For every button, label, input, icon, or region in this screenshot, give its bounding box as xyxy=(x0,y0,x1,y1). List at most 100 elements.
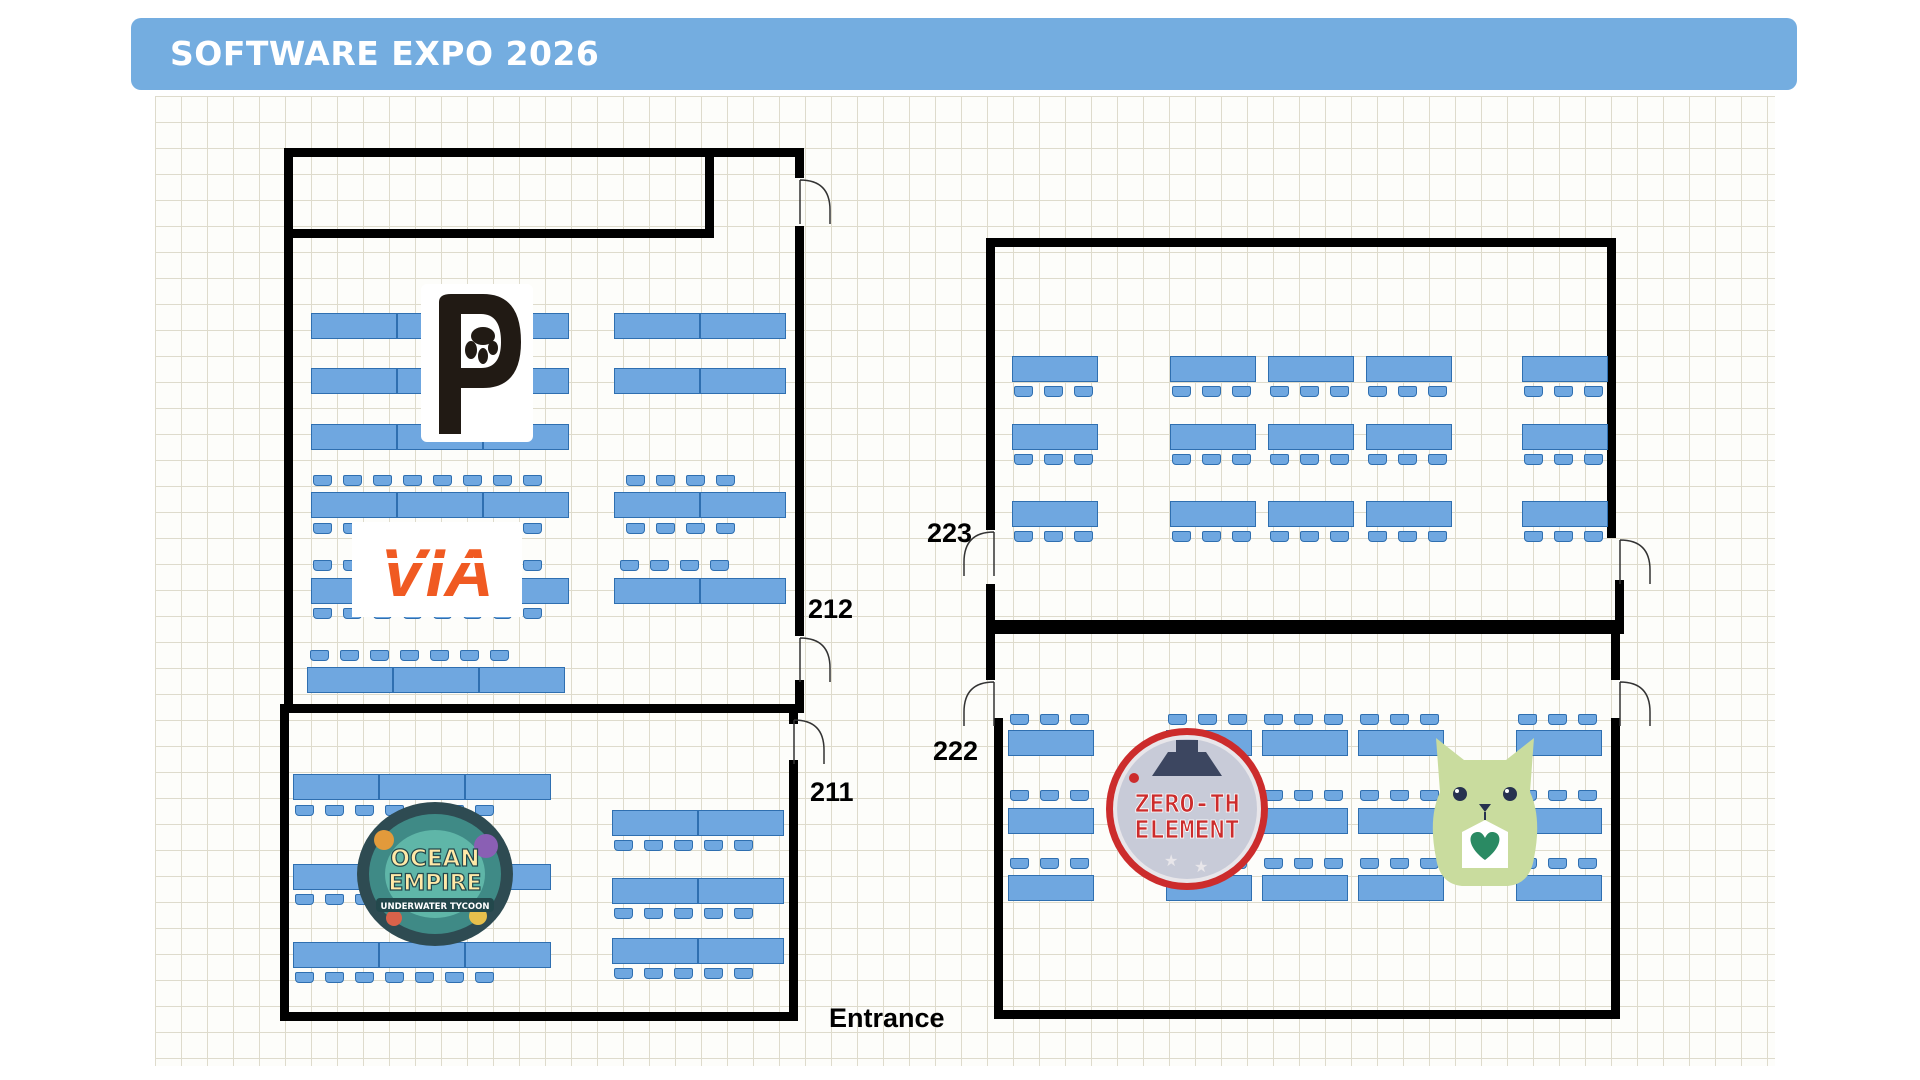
desk xyxy=(1516,875,1602,901)
chair xyxy=(403,475,422,486)
wall xyxy=(280,1012,798,1021)
desk xyxy=(1268,424,1354,450)
chair xyxy=(415,972,434,983)
via-logo-text: VIA xyxy=(380,535,493,611)
chair xyxy=(1232,454,1251,465)
wall xyxy=(1611,634,1620,680)
chair xyxy=(1300,531,1319,542)
chair xyxy=(734,968,753,979)
chair xyxy=(295,972,314,983)
chair xyxy=(295,805,314,816)
chair xyxy=(1420,714,1439,725)
desk xyxy=(1262,730,1348,756)
chair xyxy=(1584,386,1603,397)
chair xyxy=(644,908,663,919)
header-banner: SOFTWARE EXPO 2026 xyxy=(131,18,1797,90)
chair xyxy=(1270,386,1289,397)
chair xyxy=(1040,790,1059,801)
desk xyxy=(1268,356,1354,382)
chair xyxy=(1398,454,1417,465)
chair xyxy=(1324,714,1343,725)
chair xyxy=(1390,858,1409,869)
chair xyxy=(1360,790,1379,801)
desk xyxy=(700,368,786,394)
chair xyxy=(1202,531,1221,542)
chair xyxy=(1270,454,1289,465)
wall xyxy=(795,148,804,178)
chair xyxy=(650,560,669,571)
chair xyxy=(1202,386,1221,397)
wall xyxy=(795,226,804,636)
chair xyxy=(1398,386,1417,397)
chair xyxy=(644,840,663,851)
chair xyxy=(310,650,329,661)
chair xyxy=(704,908,723,919)
desk xyxy=(1268,501,1354,527)
chair xyxy=(1578,714,1597,725)
chair xyxy=(1040,858,1059,869)
desk xyxy=(311,368,397,394)
chair xyxy=(1010,790,1029,801)
chair xyxy=(1368,386,1387,397)
chair xyxy=(313,560,332,571)
room-label-222: 222 xyxy=(933,736,979,766)
chair xyxy=(1070,858,1089,869)
page-title: SOFTWARE EXPO 2026 xyxy=(170,34,600,73)
chair xyxy=(1294,858,1313,869)
chair xyxy=(340,650,359,661)
room-label-211: 211 xyxy=(810,777,854,807)
chair xyxy=(1044,531,1063,542)
chair xyxy=(1330,454,1349,465)
chair xyxy=(1420,790,1439,801)
chair xyxy=(475,972,494,983)
chair xyxy=(1044,454,1063,465)
desk xyxy=(1358,875,1444,901)
chair xyxy=(704,968,723,979)
desk xyxy=(700,313,786,339)
desk xyxy=(1522,424,1608,450)
chair xyxy=(716,523,735,534)
desk xyxy=(614,368,700,394)
ocean-logo-line3: UNDERWATER TYCOON xyxy=(381,902,490,912)
chair xyxy=(1518,714,1537,725)
chair xyxy=(523,523,542,534)
desk xyxy=(483,492,569,518)
chair xyxy=(1368,531,1387,542)
wall xyxy=(789,704,798,724)
chair xyxy=(1010,714,1029,725)
desk xyxy=(1012,424,1098,450)
desk xyxy=(1170,356,1256,382)
chair xyxy=(325,894,344,905)
wall xyxy=(284,148,804,157)
chair xyxy=(734,908,753,919)
desk xyxy=(700,492,786,518)
chair xyxy=(313,475,332,486)
desk xyxy=(1170,424,1256,450)
chair xyxy=(614,968,633,979)
desk xyxy=(393,667,479,693)
door-arc xyxy=(963,531,995,576)
chair xyxy=(1578,790,1597,801)
chair xyxy=(1300,386,1319,397)
chair xyxy=(370,650,389,661)
desk xyxy=(612,878,698,904)
chair xyxy=(1554,386,1573,397)
chair xyxy=(1578,858,1597,869)
chair xyxy=(674,840,693,851)
chair xyxy=(656,475,675,486)
chair xyxy=(523,560,542,571)
ocean-logo-line1: OCEAN xyxy=(390,846,479,872)
desk xyxy=(1262,808,1348,834)
chair xyxy=(490,650,509,661)
chair xyxy=(313,608,332,619)
chair xyxy=(1584,531,1603,542)
door-arc xyxy=(793,719,825,764)
chair xyxy=(1070,790,1089,801)
chair xyxy=(1330,531,1349,542)
wall xyxy=(986,584,995,638)
desk xyxy=(1008,730,1094,756)
door-arc xyxy=(799,637,831,682)
wall xyxy=(994,718,1003,1018)
chair xyxy=(1524,454,1543,465)
chair xyxy=(1554,531,1573,542)
